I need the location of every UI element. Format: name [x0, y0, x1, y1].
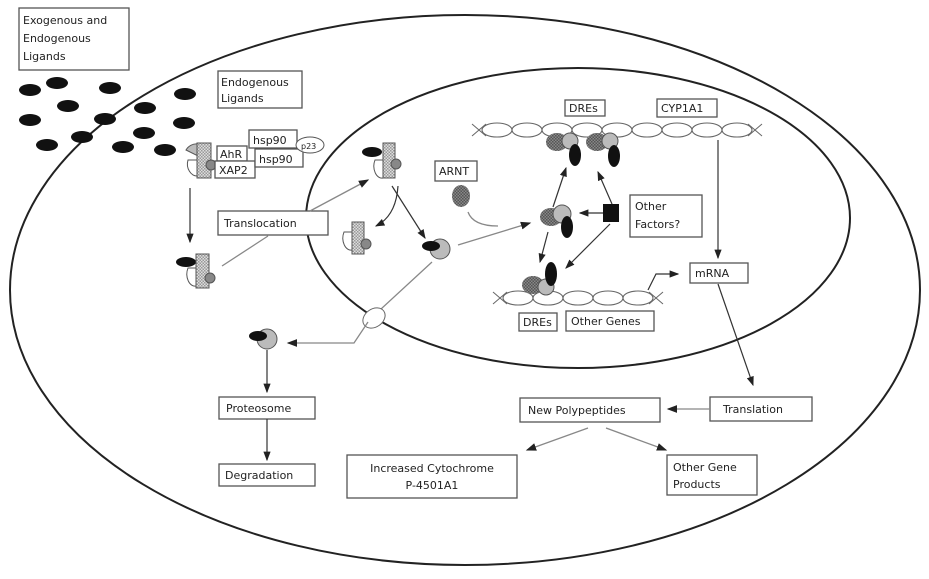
dna-segment [661, 122, 693, 138]
svg-text:p23: p23 [301, 142, 316, 151]
exogenous-ligands-label: Exogenous and Endogenous Ligands [18, 7, 130, 71]
svg-text:hsp90: hsp90 [253, 134, 287, 147]
svg-text:Proteosome: Proteosome [226, 402, 291, 415]
svg-text:CYP1A1: CYP1A1 [661, 102, 703, 115]
svg-text:Factors?: Factors? [635, 218, 680, 231]
svg-text:Exogenous and: Exogenous and [23, 14, 107, 27]
dre-bound-dimer-2 [586, 132, 620, 167]
arnt-icon [452, 185, 470, 207]
svg-text:Translation: Translation [722, 403, 783, 416]
svg-text:ARNT: ARNT [439, 165, 469, 178]
dna-end [747, 123, 763, 137]
svg-text:Ligands: Ligands [23, 50, 66, 63]
dna-segment [622, 290, 654, 306]
other-gene-products-label: Other Gene Products [666, 454, 758, 496]
ligand-dot [19, 84, 41, 96]
hsp90-label-a: hsp90 [248, 129, 298, 149]
cell-membrane [9, 14, 921, 566]
dna-segment [511, 122, 543, 138]
degradation-label: Degradation [218, 463, 316, 487]
ligand-bound-ahr-icon [176, 253, 216, 289]
translation-label: Translation [709, 396, 813, 422]
svg-text:XAP2: XAP2 [219, 164, 248, 177]
nuclear-ahr-complex-icon [362, 142, 402, 179]
svg-text:Products: Products [673, 478, 721, 491]
other-factors-label: Other Factors? [629, 194, 703, 238]
ahr-complex-icon [185, 142, 217, 179]
dna-end [471, 123, 487, 137]
svg-text:Other: Other [635, 200, 667, 213]
ligand-dot [134, 102, 156, 114]
xap2-label: XAP2 [214, 160, 256, 179]
translocation-label: Translocation [217, 210, 329, 236]
ligand-dot [154, 144, 176, 156]
ligand-dot [36, 139, 58, 151]
svg-text:AhR: AhR [220, 148, 242, 161]
new-polypeptides-label: New Polypeptides [519, 397, 661, 423]
ligand-dot [57, 100, 79, 112]
exported-ligand-ahr-icon [249, 328, 278, 350]
svg-text:Increased Cytochrome: Increased Cytochrome [370, 462, 494, 475]
svg-text:Endogenous: Endogenous [221, 76, 289, 89]
ahr-arnt-dimer-icon [540, 204, 573, 238]
other-factors-icon [603, 204, 619, 222]
hsp90-label-b: hsp90 [254, 148, 304, 168]
ligand-dot [46, 77, 68, 89]
svg-text:mRNA: mRNA [695, 267, 730, 280]
dna-segment [721, 122, 753, 138]
dna-segment [481, 122, 513, 138]
dna-end [492, 291, 508, 305]
svg-text:DREs: DREs [523, 316, 552, 329]
ligands [19, 77, 196, 156]
ligand-dot [99, 82, 121, 94]
svg-text:Other Genes: Other Genes [571, 315, 641, 328]
dna-strand-top [471, 122, 763, 138]
dres-bottom-label: DREs [518, 312, 558, 332]
mrna-label: mRNA [689, 262, 749, 284]
svg-text:DREs: DREs [569, 102, 598, 115]
ligand-dot [133, 127, 155, 139]
dna-segment [631, 122, 663, 138]
ligand-dot [19, 114, 41, 126]
dre-bound-dimer-1 [546, 132, 581, 166]
ligand-dot [173, 117, 195, 129]
ligand-dot [94, 113, 116, 125]
p23-label: p23 [295, 136, 325, 154]
dna-end [648, 291, 664, 305]
ligand-dot [71, 131, 93, 143]
ligand-ahr-nuclear-icon [422, 238, 451, 260]
svg-text:P-4501A1: P-4501A1 [406, 479, 459, 492]
svg-text:hsp90: hsp90 [259, 153, 293, 166]
svg-text:Ligands: Ligands [221, 92, 264, 105]
svg-text:Degradation: Degradation [225, 469, 293, 482]
svg-text:New Polypeptides: New Polypeptides [528, 404, 626, 417]
ligand-dot [174, 88, 196, 100]
ligand-dot [112, 141, 134, 153]
dna-segment [562, 290, 594, 306]
released-chaperone-icon [342, 221, 372, 255]
arnt-label: ARNT [434, 160, 478, 182]
dna-strand-bottom [492, 290, 664, 306]
cyp1a1-label: CYP1A1 [656, 98, 718, 118]
cytochrome-p4501a1-label: Increased Cytochrome P-4501A1 [346, 454, 518, 499]
svg-text:Endogenous: Endogenous [23, 32, 91, 45]
dres-top-label: DREs [564, 99, 606, 117]
dna-segment [691, 122, 723, 138]
proteosome-label: Proteosome [218, 396, 316, 420]
nuclear-pore-icon [362, 307, 386, 329]
svg-text:Other Gene: Other Gene [673, 461, 737, 474]
svg-text:Translocation: Translocation [223, 217, 297, 230]
other-genes-label: Other Genes [565, 310, 655, 332]
endogenous-ligands-label: Endogenous Ligands [217, 70, 303, 109]
dna-segment [592, 290, 624, 306]
ahr-label: AhR [216, 145, 248, 162]
dre-bound-dimer-bottom [522, 262, 557, 296]
